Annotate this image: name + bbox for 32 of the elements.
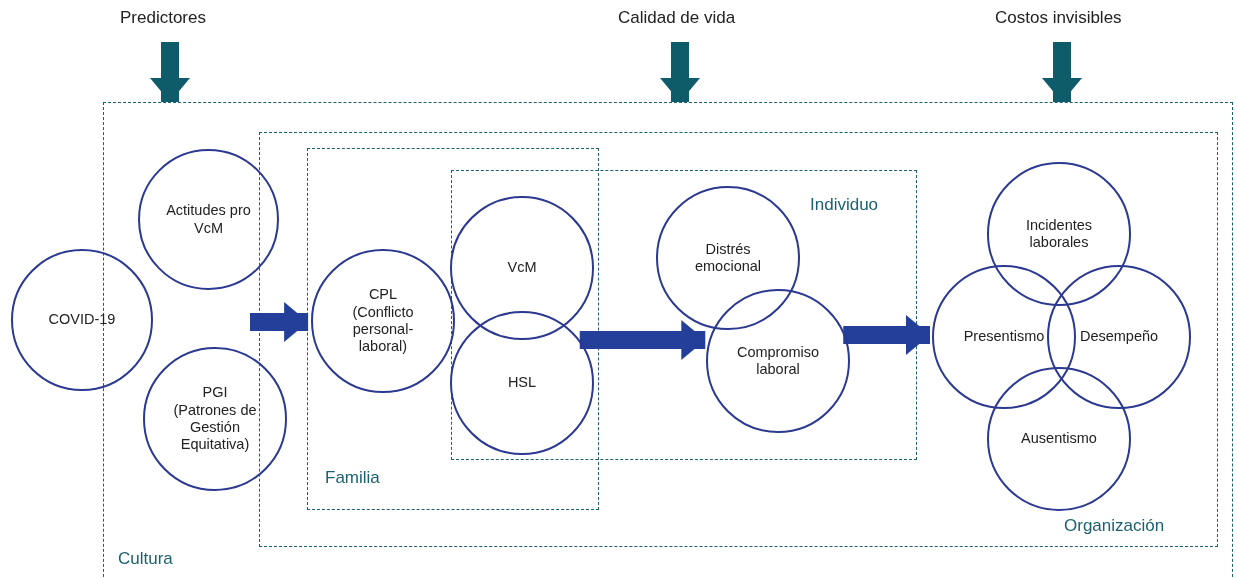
dashed-region [307,148,599,510]
heading-text: Costos invisibles [995,8,1122,28]
circle-node: VcM [450,196,594,340]
region-label: Cultura [118,549,173,569]
arrow [660,42,700,102]
circle-node: COVID-19 [11,249,153,391]
circle-node: Desempeño [1047,265,1191,409]
arrow [1042,42,1082,102]
arrow [579,320,706,360]
dashed-region [259,132,1218,547]
circle-node: Ausentismo [987,367,1131,511]
node-label: (Patrones de Gestión Equitativa) [172,401,258,454]
circle-node: Presentismo [932,265,1076,409]
node-label: CPL [368,286,398,304]
arrow [150,42,190,102]
circle-node [311,249,455,393]
heading-text: Calidad de vida [618,8,736,28]
circle-node [143,347,287,491]
dashed-region [451,170,917,460]
circle-node: HSL [450,311,594,455]
circle-node: Actitudes pro VcM [138,149,279,290]
region-label: Organización [1064,516,1165,536]
node-label: (Conflicto personal-laboral) [351,303,415,356]
arrow [843,315,930,355]
region-label: Individuo [810,195,879,215]
circle-node: Compromiso laboral [706,289,850,433]
arrow [250,302,309,342]
heading-text: Predictores [120,8,206,28]
region-label: Familia [325,468,380,488]
node-label: PGI [202,384,228,402]
circle-node: Incidentes laborales [987,162,1131,306]
circle-node: Distrés emocional [656,186,800,330]
